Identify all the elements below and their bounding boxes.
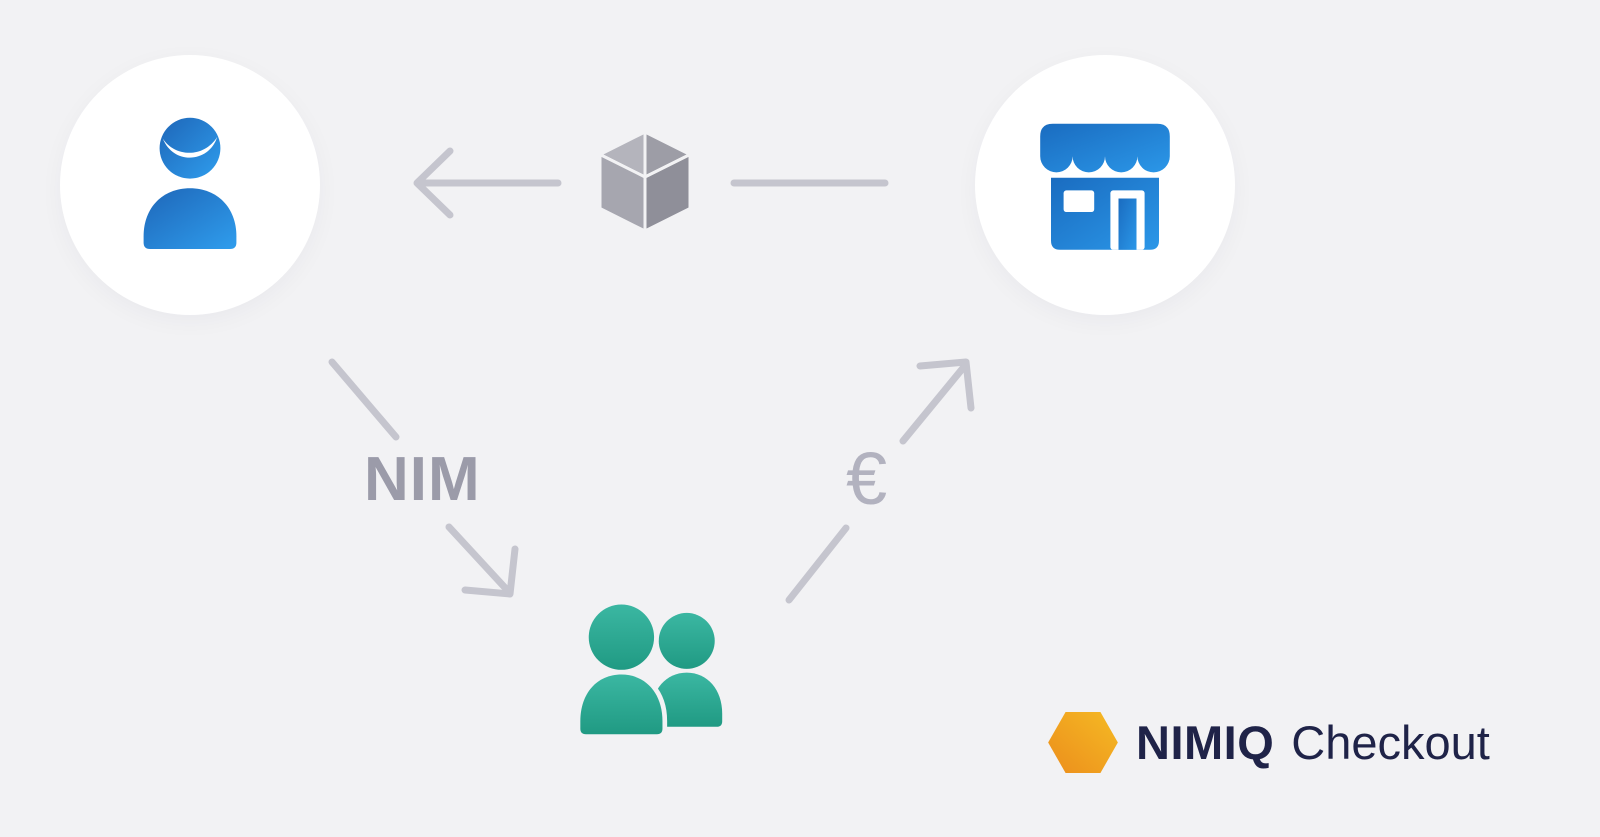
nimiq-checkout-logo: NIMIQ Checkout: [1048, 710, 1490, 774]
euro-arrow-head: [916, 358, 975, 412]
nim-arrow-head: [461, 545, 519, 598]
person-icon: [143, 117, 237, 249]
people-icon: [575, 599, 723, 739]
store-icon: [1040, 123, 1170, 250]
euro-label: €: [846, 437, 888, 520]
euro-arrow-upper-segment: [899, 364, 967, 445]
nimiq-hexagon-logo: [1048, 711, 1118, 773]
customer-node: [60, 55, 320, 315]
brand-product: Checkout: [1291, 715, 1490, 769]
euro-arrow-lower-segment: [785, 524, 850, 604]
merchant-node: [975, 55, 1235, 315]
package-arrow-head: [413, 147, 454, 219]
package-icon: [598, 130, 692, 233]
brand-name: NIMIQ: [1136, 715, 1275, 769]
nim-arrow-upper-segment: [328, 358, 400, 441]
nim-label: NIM: [364, 445, 481, 514]
nim-arrow-lower-segment: [445, 523, 513, 596]
